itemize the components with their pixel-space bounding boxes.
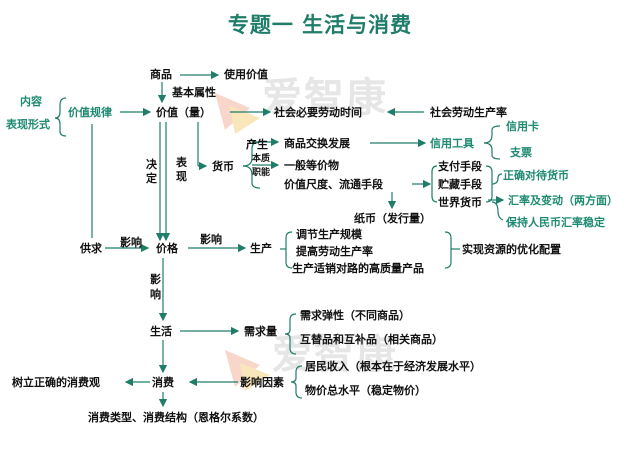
node-leixing: 消费类型、消费结构（恩格尔系数） <box>88 411 264 424</box>
node-shijiehuobi: 世界货币 <box>438 196 482 209</box>
node-yingxiang1: 影响 <box>120 236 142 249</box>
node-zhucangshouduan: 贮藏手段 <box>438 178 482 191</box>
node-xuqiuliang: 需求量 <box>244 325 277 338</box>
node-shangpinjiaohuan: 商品交换发展 <box>284 137 350 150</box>
node-shehuibiyao: 社会必要劳动时间 <box>274 106 362 119</box>
node-shehuilaodong: 社会劳动生产率 <box>430 106 507 119</box>
page-title: 专题一 生活与消费 <box>227 13 413 37</box>
node-xinyongka: 信用卡 <box>506 120 539 133</box>
watermark-logo-bottom-icon <box>225 350 270 391</box>
node-huobi: 货币 <box>212 160 234 173</box>
node-baochi: 保持人民币汇率稳定 <box>506 216 605 229</box>
node-biaoxianxingshi: 表现形式 <box>6 118 50 131</box>
node-shenghuo: 生活 <box>150 325 172 338</box>
node-jibenshuxing: 基本属性 <box>172 86 216 99</box>
node-xiaofei: 消费 <box>152 376 174 389</box>
node-zhifushouduan: 支付手段 <box>438 160 482 173</box>
node-shiyongjiazhi: 使用价值 <box>224 68 268 81</box>
node-tiaojie: 调节生产规模 <box>296 228 362 241</box>
node-shengchan: 生产 <box>250 242 272 255</box>
node-gongqiu: 供求 <box>80 242 102 255</box>
node-tigao: 提高劳动生产率 <box>296 245 373 258</box>
node-biaoxian: 表现 <box>176 156 187 183</box>
node-yingxiang2: 影响 <box>200 233 222 246</box>
watermark-bottom: 爱智康 <box>272 332 398 378</box>
node-chansheng: 产生 <box>246 138 268 151</box>
node-zhibi: 纸币（发行量） <box>354 212 431 225</box>
node-huilv: 汇率及变动（两方面） <box>508 194 618 207</box>
node-yingxiang3: 影响 <box>150 273 161 301</box>
node-wujia: 物价总水平（稳定物价） <box>305 384 426 397</box>
watermark-top: 爱智康 <box>262 75 388 121</box>
node-zhipiao: 支票 <box>510 146 532 159</box>
node-xinyonggongju: 信用工具 <box>430 137 474 150</box>
node-jueding: 决定 <box>146 158 157 185</box>
node-jiazhiguilv: 价值规律 <box>68 106 112 119</box>
node-yingxiangyinsu: 影响因素 <box>240 376 284 389</box>
node-neirong: 内容 <box>20 95 42 108</box>
node-tidaipin: 互替品和互补品（相关商品） <box>300 333 443 346</box>
node-yibandengjiawu: 一般等价物 <box>284 159 339 172</box>
node-shengchanshixiao: 生产适销对路的高质量产品 <box>292 262 424 275</box>
node-shangpin: 商品 <box>150 68 172 81</box>
node-zhineng: 职能 <box>252 168 271 178</box>
node-shixian: 实现资源的优化配置 <box>462 243 561 256</box>
node-shuli: 树立正确的消费观 <box>12 376 100 389</box>
node-zhengquedui: 正确对待货币 <box>503 169 569 182</box>
node-xuqiutanxing: 需求弹性（不同商品） <box>300 309 410 322</box>
node-jiage: 价格 <box>156 242 178 255</box>
node-jiazhi: 价值（量） <box>156 106 211 119</box>
node-benzhi: 本质 <box>252 154 271 164</box>
node-jiazhichidu: 价值尺度、流通手段 <box>284 178 383 191</box>
node-jumin: 居民收入（根本在于经济发展水平） <box>305 360 481 373</box>
